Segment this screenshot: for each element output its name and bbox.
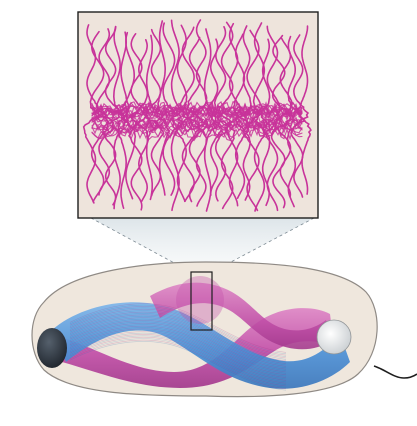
bundle-striation [69,338,287,388]
bundle-striation [69,318,287,369]
bundle-striation [69,303,287,353]
bundle-striation [69,310,287,360]
blue-bundle [52,302,350,389]
selection-highlight [176,276,224,324]
bundle-striation [69,325,287,376]
zoom-guide-cone [91,218,314,272]
bundle-striation [69,313,287,363]
bundle-striation [69,328,287,378]
dark-bundle-end [37,328,67,368]
polymer-strand [252,22,271,212]
polymer-tangle [91,100,303,115]
bundle-striation [69,327,287,377]
bundle-striation [69,304,287,355]
bundle-striation [69,311,287,362]
light-bundle-end [316,319,352,355]
polymer-strands [82,19,312,212]
cell-body [31,261,417,398]
magenta-bundle-front [150,282,332,350]
polymer-tangle [91,106,303,122]
selection-box [190,271,213,331]
bundle-striation [69,320,287,370]
zoom-guide-line-left [90,217,192,273]
bundle-striation [69,308,287,359]
bundle-striation [69,339,287,390]
polymer-tangle [91,115,303,132]
polymer-strand [290,34,310,198]
polymer-tangle [91,107,303,123]
bundle-striation [69,307,287,357]
bundle-striation [69,332,287,383]
bundle-striation [69,306,287,356]
polymer-tangle [91,120,303,136]
bundle-striation [69,341,287,391]
zoom-inset [77,11,319,219]
bundle-striation [69,329,287,380]
polymer-tangle [91,114,303,130]
bundle-striation [69,321,287,371]
bundle-striation [69,314,287,364]
bundle-striation [69,334,287,384]
bundle-striation [69,315,287,366]
bundle-striation [69,317,287,367]
bundle-striation [69,335,287,385]
bundle-striation [69,324,287,374]
bundle-striation [69,322,287,373]
bundle-texture [69,303,287,391]
polymer-strand [203,28,218,212]
polymer-strand [261,25,281,212]
cell-tail [373,365,417,379]
polymer-strand [224,22,244,207]
bundle-striation [69,336,287,387]
bundle-striation [69,331,287,381]
polymer-strand [112,25,130,210]
